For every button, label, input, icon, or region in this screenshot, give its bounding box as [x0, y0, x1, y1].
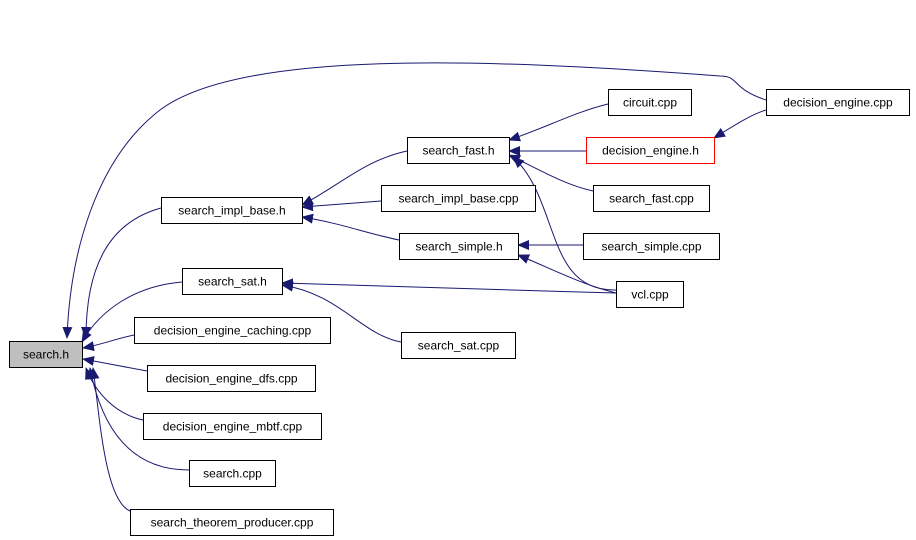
node-search-fast-h[interactable]: search_fast.h — [407, 137, 510, 164]
node-box — [143, 413, 322, 440]
node-box — [586, 137, 715, 164]
node-box — [9, 341, 83, 368]
edge-circuit-cpp-to-search-fast-h — [508, 103, 609, 142]
node-label: search_impl_base.cpp — [398, 192, 518, 206]
edge-decision-engine-caching-cpp-to-search-h — [82, 334, 135, 352]
node-search-simple-h[interactable]: search_simple.h — [399, 233, 519, 260]
node-label: search_fast.h — [422, 144, 494, 158]
node-label: decision_engine_caching.cpp — [154, 324, 312, 338]
node-label: search_simple.cpp — [601, 240, 701, 254]
node-box — [399, 233, 519, 260]
edge-search-sat-cpp-to-search-sat-h — [281, 281, 402, 343]
node-box — [134, 317, 331, 344]
node-search-fast-cpp[interactable]: search_fast.cpp — [593, 185, 710, 212]
node-box — [161, 197, 303, 224]
edge-search-impl-base-h-to-search-h — [81, 207, 162, 339]
node-box — [593, 185, 710, 212]
edge-vcl-cpp-to-search-sat-h — [281, 278, 617, 294]
node-vcl-cpp[interactable]: vcl.cpp — [616, 281, 684, 308]
node-label: search_fast.cpp — [609, 192, 694, 206]
node-box — [766, 89, 910, 116]
edge-vcl-cpp-to-search-simple-h — [517, 254, 617, 294]
node-box — [182, 268, 283, 295]
node-box — [608, 89, 692, 116]
edge-vcl-cpp-to-search-fast-h — [512, 156, 617, 291]
node-label: vcl.cpp — [631, 288, 669, 302]
node-decision-engine-mbtf-cpp[interactable]: decision_engine_mbtf.cpp — [143, 413, 322, 440]
node-decision-engine-dfs-cpp[interactable]: decision_engine_dfs.cpp — [147, 365, 316, 392]
node-box — [583, 233, 720, 260]
node-search-cpp[interactable]: search.cpp — [189, 460, 276, 487]
edge-search-theorem-producer-cpp-to-search-h — [89, 367, 131, 512]
node-box — [616, 281, 684, 308]
node-label: search_theorem_producer.cpp — [151, 516, 314, 530]
edge-decision-engine-cpp-to-decision-engine-h — [713, 109, 767, 139]
node-label: decision_engine_mbtf.cpp — [163, 420, 303, 434]
edge-search-fast-h-to-search-impl-base-h — [301, 150, 408, 206]
node-label: search_sat.cpp — [418, 339, 500, 353]
node-box — [407, 137, 510, 164]
node-search-sat-h[interactable]: search_sat.h — [182, 268, 283, 295]
node-box — [381, 185, 536, 212]
node-label: search.cpp — [203, 467, 262, 481]
node-label: decision_engine_dfs.cpp — [165, 372, 297, 386]
node-label: search_sat.h — [198, 275, 267, 289]
edges-layer — [62, 62, 767, 512]
edge-search-sat-h-to-search-h — [81, 281, 183, 343]
nodes-layer: search.hsearch_impl_base.hsearch_sat.hde… — [9, 89, 910, 536]
node-box — [130, 509, 334, 536]
edge-search-cpp-to-search-h — [87, 367, 190, 471]
node-box — [401, 332, 516, 359]
edge-decision-engine-cpp-to-search-h — [62, 62, 767, 339]
node-label: circuit.cpp — [623, 96, 677, 110]
node-decision-engine-cpp[interactable]: decision_engine.cpp — [766, 89, 910, 116]
node-search-h[interactable]: search.h — [9, 341, 83, 368]
edge-decision-engine-mbtf-cpp-to-search-h — [85, 367, 144, 421]
edge-search-simple-h-to-search-impl-base-h — [301, 213, 400, 241]
node-search-impl-base-h[interactable]: search_impl_base.h — [161, 197, 303, 224]
node-search-impl-base-cpp[interactable]: search_impl_base.cpp — [381, 185, 536, 212]
node-search-theorem-producer-cpp[interactable]: search_theorem_producer.cpp — [130, 509, 334, 536]
node-search-simple-cpp[interactable]: search_simple.cpp — [583, 233, 720, 260]
node-label: search.h — [23, 348, 69, 362]
node-label: decision_engine.h — [602, 144, 699, 158]
node-label: search_impl_base.h — [178, 204, 285, 218]
node-box — [189, 460, 276, 487]
node-search-sat-cpp[interactable]: search_sat.cpp — [401, 332, 516, 359]
node-decision-engine-caching-cpp[interactable]: decision_engine_caching.cpp — [134, 317, 331, 344]
edge-search-impl-base-cpp-to-search-impl-base-h — [301, 200, 382, 212]
edge-decision-engine-dfs-cpp-to-search-h — [82, 356, 148, 372]
node-decision-engine-h[interactable]: decision_engine.h — [586, 137, 715, 164]
node-circuit-cpp[interactable]: circuit.cpp — [608, 89, 692, 116]
node-box — [147, 365, 316, 392]
node-label: decision_engine.cpp — [783, 96, 893, 110]
node-label: search_simple.h — [415, 240, 502, 254]
